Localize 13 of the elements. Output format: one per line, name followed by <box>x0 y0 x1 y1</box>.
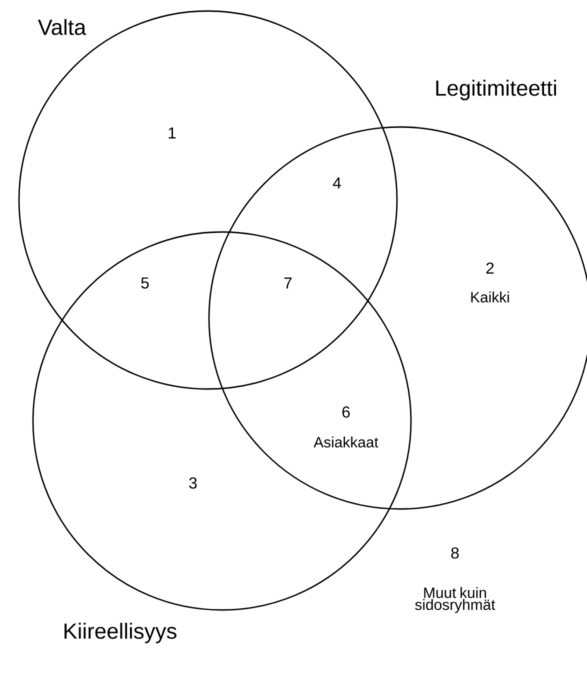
region-label: Kaikki <box>471 292 509 302</box>
region-number: 5 <box>141 277 149 289</box>
region-label: Asiakkaat <box>314 436 378 448</box>
set-heading: Legitimiteetti <box>436 80 556 100</box>
region-number: 8 <box>451 547 459 559</box>
region-number: 4 <box>332 178 341 188</box>
region-number: 7 <box>284 278 292 288</box>
region-number: 6 <box>342 406 350 418</box>
region-number: 3 <box>189 477 197 489</box>
set-heading: Valta <box>38 18 86 36</box>
region-number: 2 <box>486 262 494 274</box>
region-number: 1 <box>168 128 176 138</box>
set-heading: Kiireellisyys <box>64 622 176 644</box>
